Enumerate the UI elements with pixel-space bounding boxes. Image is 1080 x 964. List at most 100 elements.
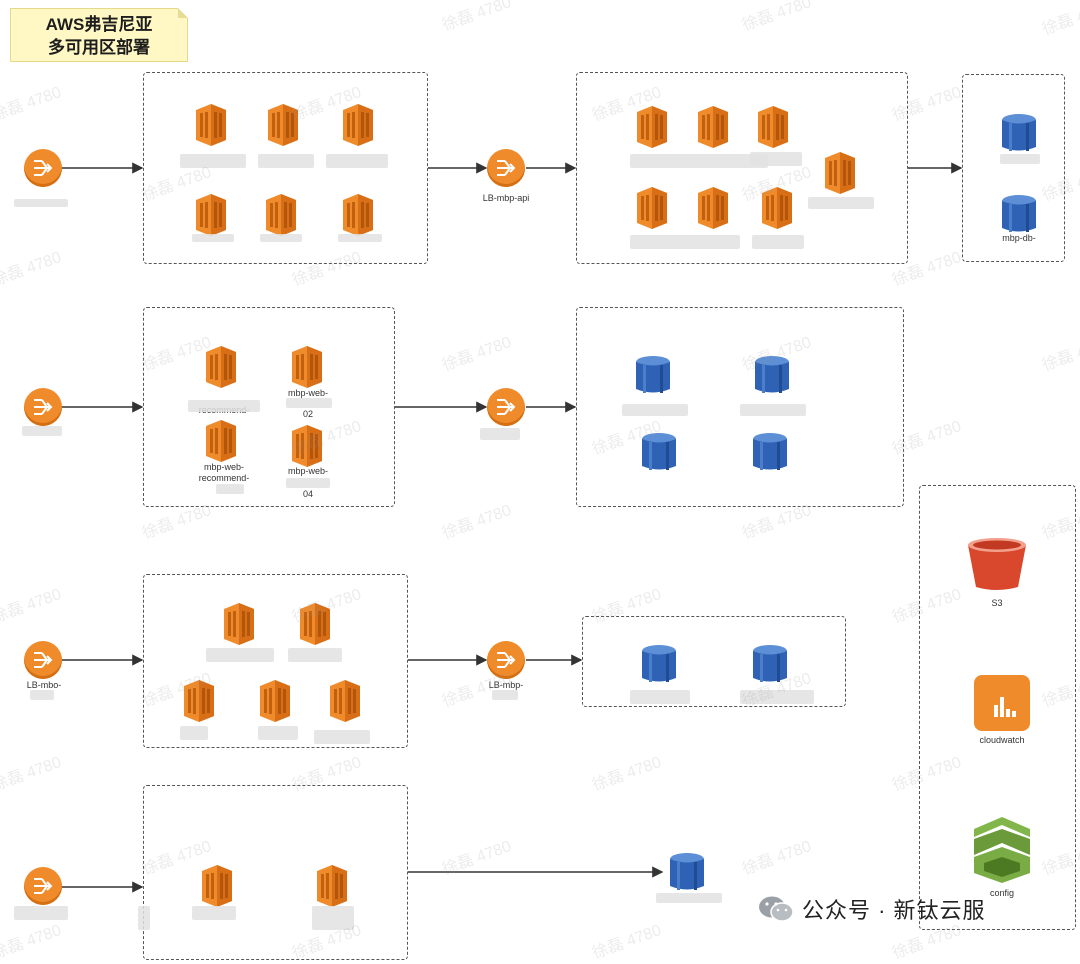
ec2-instance-icon[interactable]	[339, 104, 377, 146]
s3-bucket-icon[interactable]	[966, 537, 1028, 591]
note-fold	[178, 8, 188, 18]
ec2-instance-icon[interactable]	[192, 104, 230, 146]
ec2-instance-icon[interactable]	[694, 187, 732, 229]
ec2-instance-icon[interactable]	[633, 106, 671, 148]
redacted-label	[258, 726, 298, 740]
web-instance-number: 02	[302, 409, 313, 419]
lb-arrows-icon	[497, 652, 516, 668]
redacted-label	[286, 478, 330, 488]
ec2-instance-icon[interactable]	[313, 865, 351, 907]
region-note: AWS弗吉尼亚 多可用区部署	[10, 8, 188, 62]
web-instance-number: 04	[302, 489, 313, 499]
web-instance-label: mbp-web-	[287, 466, 328, 476]
lb-arrows-icon	[34, 399, 53, 415]
wechat-icon	[759, 896, 794, 922]
redacted-label	[1000, 154, 1040, 164]
redacted-label	[492, 690, 518, 700]
lb-label: LB-mbo-	[26, 680, 62, 690]
redacted-label	[622, 404, 688, 416]
ec2-instance-icon[interactable]	[633, 187, 671, 229]
load-balancer-icon[interactable]	[24, 388, 62, 426]
ec2-instance-icon[interactable]	[821, 152, 859, 194]
redacted-label	[750, 152, 802, 166]
redacted-label	[180, 154, 246, 168]
ec2-instance-icon[interactable]	[288, 346, 326, 388]
web-instance-label: mbp-web-	[203, 462, 244, 472]
row3-ec2-group-box	[143, 574, 408, 748]
redacted-label	[630, 154, 768, 168]
redacted-label	[740, 690, 814, 704]
row4-ec2-group-box	[143, 785, 408, 960]
redacted-label	[192, 906, 236, 920]
database-icon[interactable]	[640, 645, 678, 685]
lb-arrows-icon	[34, 160, 53, 176]
api-ec2-group-box	[143, 72, 428, 264]
ec2-instance-icon[interactable]	[192, 194, 230, 236]
redacted-label	[14, 199, 68, 207]
api-db-group-box	[962, 74, 1065, 262]
lb-arrows-icon	[34, 652, 53, 668]
lb-label: LB-mbp-	[488, 680, 524, 690]
database-icon[interactable]	[1000, 114, 1038, 154]
redacted-label	[630, 690, 690, 704]
database-icon[interactable]	[634, 356, 672, 396]
note-line-1: AWS弗吉尼亚	[45, 15, 153, 34]
load-balancer-icon[interactable]	[487, 388, 525, 426]
load-balancer-icon[interactable]	[24, 641, 62, 679]
ec2-instance-icon[interactable]	[339, 194, 377, 236]
database-icon[interactable]	[668, 853, 706, 893]
web-ec2-group-box	[143, 307, 395, 507]
redacted-label	[656, 893, 722, 903]
redacted-label	[138, 906, 150, 930]
arrow-connectors	[62, 162, 963, 893]
api-backend-group-box	[576, 72, 908, 264]
redacted-label	[288, 648, 342, 662]
load-balancer-icon[interactable]	[24, 867, 62, 905]
redacted-label	[480, 428, 520, 440]
redacted-label	[314, 730, 370, 744]
load-balancer-icon[interactable]	[24, 149, 62, 187]
redacted-label	[312, 906, 354, 930]
cloudwatch-icon[interactable]	[974, 675, 1030, 731]
database-icon[interactable]	[751, 433, 789, 473]
redacted-label	[22, 426, 62, 436]
db-label: mbp-db-	[1002, 233, 1036, 243]
redacted-label	[258, 154, 314, 168]
redacted-label	[326, 154, 388, 168]
ec2-instance-icon[interactable]	[256, 680, 294, 722]
load-balancer-icon[interactable]	[487, 149, 525, 187]
redacted-label	[630, 235, 740, 249]
lb-api-label: LB-mbp-api	[482, 193, 530, 203]
ec2-instance-icon[interactable]	[694, 106, 732, 148]
redacted-label	[260, 234, 302, 242]
redacted-label	[338, 234, 382, 242]
row3-db-group-box	[582, 616, 846, 707]
ec2-instance-icon[interactable]	[202, 420, 240, 462]
services-group-box	[919, 485, 1076, 930]
web-instance-label: mbp-web-	[287, 388, 328, 398]
s3-label: S3	[991, 598, 1003, 608]
note-line-2: 多可用区部署	[48, 38, 150, 57]
lb-arrows-icon	[34, 878, 53, 894]
database-icon[interactable]	[1000, 195, 1038, 235]
redacted-label	[188, 400, 260, 412]
load-balancer-icon[interactable]	[487, 641, 525, 679]
cloudwatch-label: cloudwatch	[979, 735, 1025, 745]
ec2-instance-icon[interactable]	[220, 603, 258, 645]
config-icon[interactable]	[972, 815, 1032, 883]
ec2-instance-icon[interactable]	[754, 106, 792, 148]
ec2-instance-icon[interactable]	[198, 865, 236, 907]
footer-brand: 公众号 · 新钛云服	[758, 893, 986, 925]
redacted-label	[206, 648, 274, 662]
config-label: config	[989, 888, 1015, 898]
ec2-instance-icon[interactable]	[326, 680, 364, 722]
web-db-group-box	[576, 307, 904, 507]
redacted-label	[180, 726, 208, 740]
redacted-label	[740, 404, 806, 416]
redacted-label	[30, 690, 54, 700]
footer-text: 公众号 · 新钛云服	[802, 898, 986, 923]
redacted-label	[808, 197, 874, 209]
ec2-instance-icon[interactable]	[262, 194, 300, 236]
lb-arrows-icon	[497, 160, 516, 176]
web-instance-label: recommend-	[198, 473, 250, 483]
